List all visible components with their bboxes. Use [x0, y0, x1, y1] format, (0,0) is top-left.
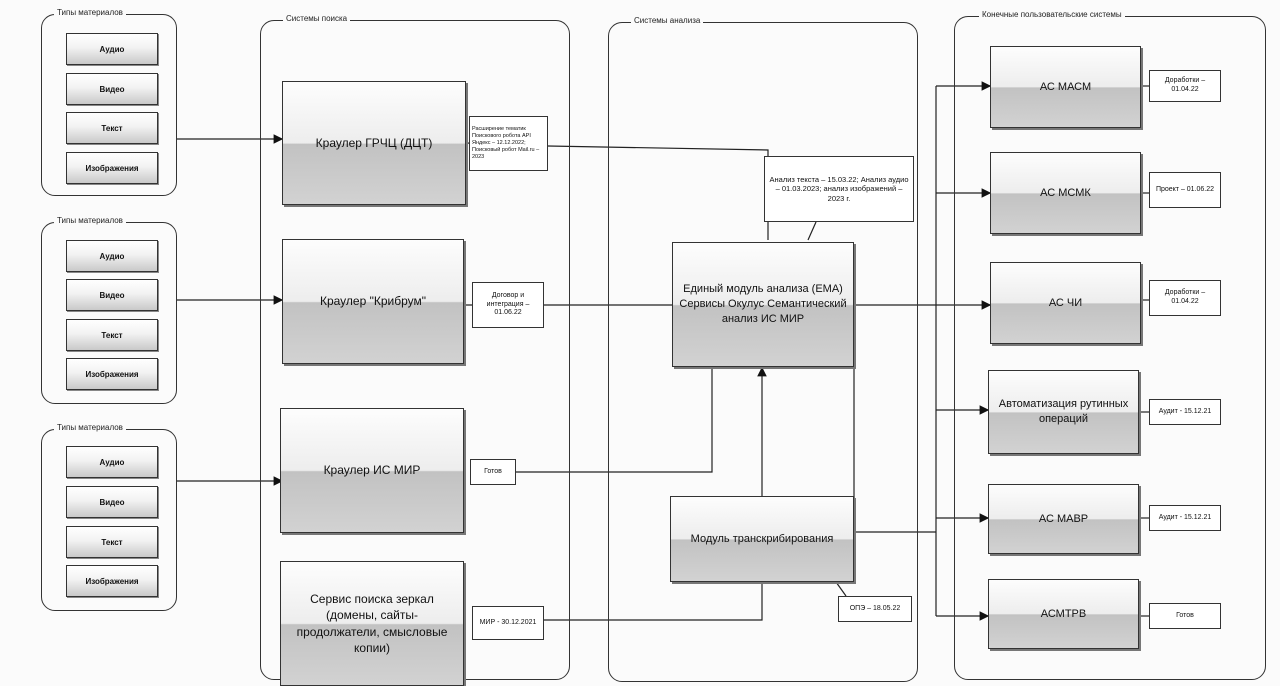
line-opz-note	[835, 581, 847, 597]
note-grchc: Расширение тематик Поискового робота API…	[469, 116, 548, 171]
note-kribrum: Договор и интеграция – 01.06.22	[472, 282, 544, 328]
materials-group-1: Типы материалов Аудио Видео Текст Изобра…	[41, 8, 177, 196]
material-text: Текст	[66, 319, 158, 351]
line-mirror-transcription	[544, 582, 763, 621]
note-analysis: Анализ текста – 15.03.22; Анализ аудио –…	[764, 156, 914, 222]
group-title: Конечные пользовательские системы	[979, 10, 1125, 19]
material-audio: Аудио	[66, 446, 158, 478]
note-msmk: Проект – 01.06.22	[1149, 172, 1221, 208]
crawler-ismir: Краулер ИС МИР	[280, 408, 464, 533]
line-ismir-ema	[516, 367, 713, 473]
line-ema-down	[853, 368, 936, 533]
group-title: Типы материалов	[54, 216, 126, 225]
material-audio: Аудио	[66, 240, 158, 272]
note-mavr: Аудит - 15.12.21	[1149, 505, 1221, 531]
materials-group-3: Типы материалов Аудио Видео Текст Изобра…	[41, 423, 177, 611]
material-text: Текст	[66, 112, 158, 144]
system-routine-automation: Автоматизация рутинных операций	[988, 370, 1139, 454]
transcription-module: Модуль транскрибирования	[670, 496, 854, 582]
note-ismir: Готов	[470, 459, 516, 485]
system-chi: АС ЧИ	[990, 262, 1141, 344]
material-images: Изображения	[66, 152, 158, 184]
material-video: Видео	[66, 279, 158, 311]
group-title: Системы анализа	[631, 16, 704, 25]
group-title: Типы материалов	[54, 423, 126, 432]
note-routine: Аудит - 15.12.21	[1149, 399, 1221, 425]
material-audio: Аудио	[66, 33, 158, 65]
materials-group-2: Типы материалов Аудио Видео Текст Изобра…	[41, 216, 177, 404]
connector-lines	[177, 81, 1149, 621]
unified-analysis-module: Единый модуль анализа (ЕМА) Сервисы Окул…	[672, 242, 854, 367]
note-chi: Доработки – 01.04.22	[1149, 280, 1221, 316]
system-asmtrv: АСМТРВ	[988, 579, 1139, 649]
material-images: Изображения	[66, 565, 158, 597]
group-title: Системы поиска	[283, 14, 351, 23]
material-video: Видео	[66, 486, 158, 518]
line-analysis-note	[807, 221, 817, 241]
material-text: Текст	[66, 526, 158, 558]
note-masm: Доработки – 01.04.22	[1149, 70, 1221, 102]
system-msmk: АС МСМК	[990, 152, 1141, 234]
crawler-kribrum: Краулер "Крибрум"	[282, 239, 464, 364]
note-asmtrv: Готов	[1149, 603, 1221, 629]
system-masm: АС МАСМ	[990, 46, 1141, 128]
material-video: Видео	[66, 73, 158, 105]
system-mavr: АС МАВР	[988, 484, 1139, 554]
mirror-search-service: Сервис поиска зеркал (домены, сайты-прод…	[280, 561, 464, 686]
material-images: Изображения	[66, 358, 158, 390]
note-transcription: ОПЭ – 18.05.22	[838, 596, 912, 622]
crawler-grchc: Краулер ГРЧЦ (ДЦТ)	[282, 81, 466, 205]
group-title: Типы материалов	[54, 8, 126, 17]
note-mirror: МИР - 30.12.2021	[472, 606, 544, 640]
